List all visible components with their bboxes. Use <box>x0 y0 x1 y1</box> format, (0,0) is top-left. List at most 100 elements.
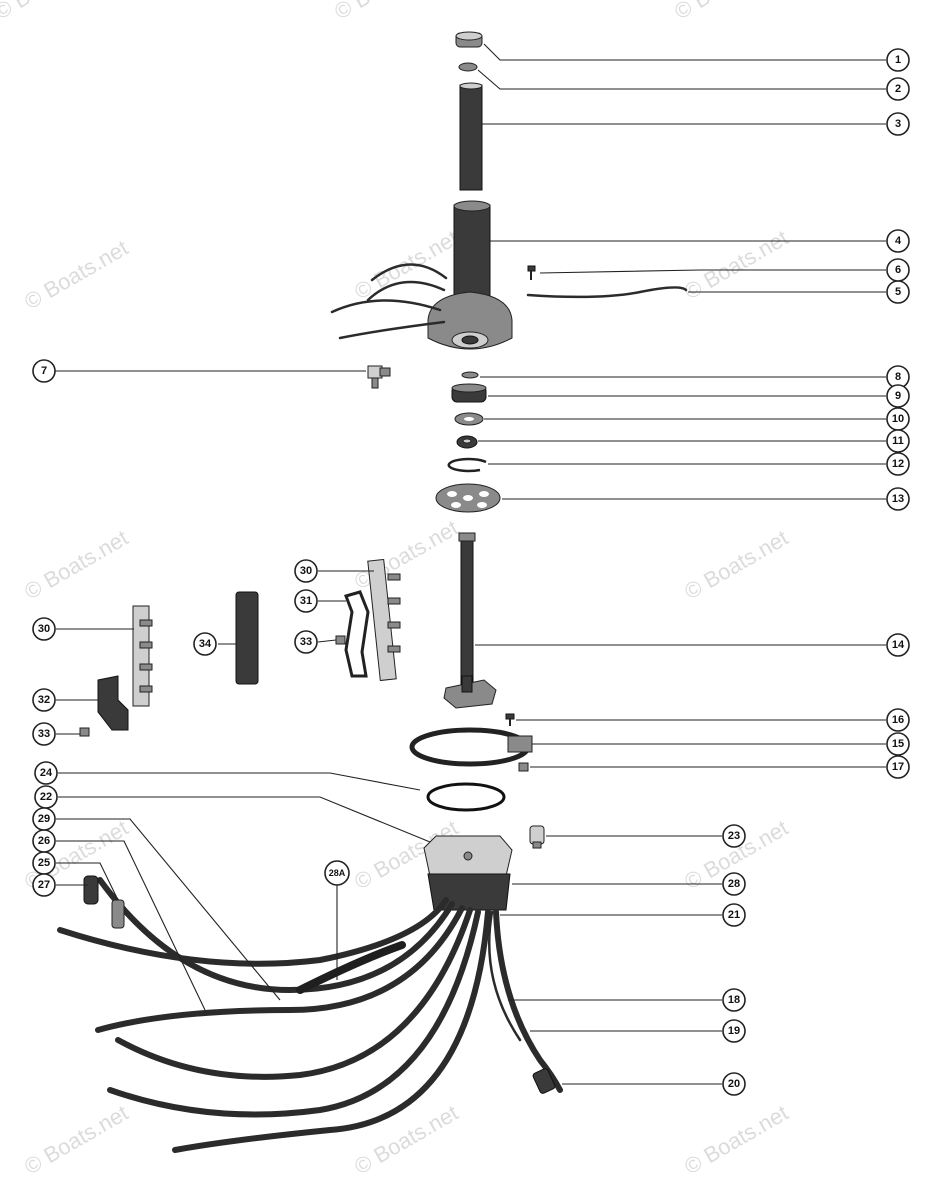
part-12-snap-ring-drawing <box>447 457 487 473</box>
callout-1: 1 <box>886 48 910 72</box>
part-3-sleeve-drawing <box>459 82 483 191</box>
watermark: © Boats.net <box>670 0 782 24</box>
svg-text:1: 1 <box>895 54 901 66</box>
svg-text:16: 16 <box>892 714 904 726</box>
svg-text:33: 33 <box>38 728 50 740</box>
part-23-boot-drawing <box>529 825 545 849</box>
svg-text:13: 13 <box>892 493 904 505</box>
svg-text:24: 24 <box>40 767 53 779</box>
svg-text:11: 11 <box>892 435 904 447</box>
callout-6: 6 <box>886 258 910 282</box>
part-30-wire-holder-right-drawing <box>367 558 401 682</box>
svg-text:5: 5 <box>895 286 901 298</box>
part-7-fitting-drawing <box>367 365 391 389</box>
svg-text:25: 25 <box>38 857 50 869</box>
part-5-lead-wire-drawing <box>526 286 688 299</box>
part-2-washer-drawing <box>458 62 478 72</box>
part-30-wire-holder-left-drawing <box>132 605 153 707</box>
part-1-bushing-drawing <box>455 31 483 48</box>
callout-16: 16 <box>886 708 910 732</box>
watermarks: © Boats.net © Boats.net © Boats.net © Bo… <box>0 0 792 1179</box>
svg-text:8: 8 <box>895 371 901 383</box>
callout-15: 15 <box>886 732 910 756</box>
callout-26: 26 <box>32 829 56 853</box>
svg-text:32: 32 <box>38 694 50 706</box>
svg-text:10: 10 <box>892 413 904 425</box>
callout-7: 7 <box>32 359 56 383</box>
callout-19: 19 <box>722 1019 746 1043</box>
watermark: © Boats.net <box>350 515 462 594</box>
callout-22: 22 <box>34 785 58 809</box>
svg-text:33: 33 <box>300 636 312 648</box>
part-24-o-ring-drawing <box>426 782 506 812</box>
svg-text:14: 14 <box>892 639 905 651</box>
svg-text:21: 21 <box>728 909 740 921</box>
svg-text:30: 30 <box>300 565 312 577</box>
callout-29: 29 <box>32 807 56 831</box>
part-8-washer-drawing <box>461 371 479 379</box>
part-17-nut-drawing <box>518 762 529 772</box>
callout-14: 14 <box>886 633 910 657</box>
callout-30-left: 30 <box>32 617 56 641</box>
svg-text:18: 18 <box>728 994 740 1006</box>
svg-text:3: 3 <box>895 118 901 130</box>
part-32-bracket-drawing <box>97 675 129 731</box>
callout-25: 25 <box>32 851 56 875</box>
part-33-nut-left-drawing <box>79 727 90 737</box>
svg-text:6: 6 <box>895 264 901 276</box>
callout-28: 28 <box>722 872 746 896</box>
callout-12: 12 <box>886 452 910 476</box>
part-15-clamp-drawing <box>409 727 533 767</box>
watermark: © Boats.net <box>680 525 792 604</box>
svg-text:15: 15 <box>892 738 904 750</box>
part-25-boot-drawing <box>111 899 125 929</box>
callout-18: 18 <box>722 988 746 1012</box>
callout-30-right: 30 <box>294 559 318 583</box>
svg-text:30: 30 <box>38 623 50 635</box>
svg-text:7: 7 <box>41 365 47 377</box>
watermark: © Boats.net <box>20 235 132 314</box>
callout-31: 31 <box>294 589 318 613</box>
watermark: © Boats.net <box>20 1100 132 1179</box>
parts <box>57 31 688 1153</box>
part-28a-vent-hose-drawing <box>296 941 406 994</box>
svg-text:29: 29 <box>38 813 50 825</box>
callout-21: 21 <box>722 903 746 927</box>
part-27-terminal-drawing <box>83 875 99 905</box>
svg-text:34: 34 <box>199 638 212 650</box>
part-22-cap-drawing <box>423 835 513 911</box>
watermark: © Boats.net <box>330 0 442 24</box>
svg-text:27: 27 <box>38 879 50 891</box>
callout-33-left: 33 <box>32 722 56 746</box>
part-9-bearing-drawing <box>451 383 487 403</box>
svg-text:28: 28 <box>728 878 740 890</box>
part-34-pad-drawing <box>235 591 259 685</box>
svg-text:12: 12 <box>892 458 904 470</box>
callout-3: 3 <box>886 112 910 136</box>
ignition-leads-drawing <box>57 877 563 1153</box>
svg-text:19: 19 <box>728 1025 740 1037</box>
callout-5: 5 <box>886 280 910 304</box>
callout-17: 17 <box>886 755 910 779</box>
part-13-plate-drawing <box>435 483 501 513</box>
callout-2: 2 <box>886 77 910 101</box>
watermark: © Boats.net <box>0 0 102 24</box>
callout-9: 9 <box>886 384 910 408</box>
callout-24: 24 <box>34 761 58 785</box>
svg-text:31: 31 <box>300 595 312 607</box>
svg-text:2: 2 <box>895 83 901 95</box>
part-33-nut-right-drawing <box>335 635 346 645</box>
watermark: © Boats.net <box>20 525 132 604</box>
callouts: 1 2 3 4 5 6 7 8 9 10 11 12 13 14 15 16 1… <box>32 48 910 1096</box>
svg-text:26: 26 <box>38 835 50 847</box>
svg-text:22: 22 <box>40 791 52 803</box>
callout-10: 10 <box>886 407 910 431</box>
part-10-washer-drawing <box>454 412 484 426</box>
callout-4: 4 <box>886 229 910 253</box>
callout-28a: 28A <box>324 860 350 886</box>
part-16-screw-drawing <box>505 713 515 726</box>
part-14-shaft-drawing <box>443 532 497 709</box>
callout-20: 20 <box>722 1072 746 1096</box>
watermark: © Boats.net <box>680 1100 792 1179</box>
